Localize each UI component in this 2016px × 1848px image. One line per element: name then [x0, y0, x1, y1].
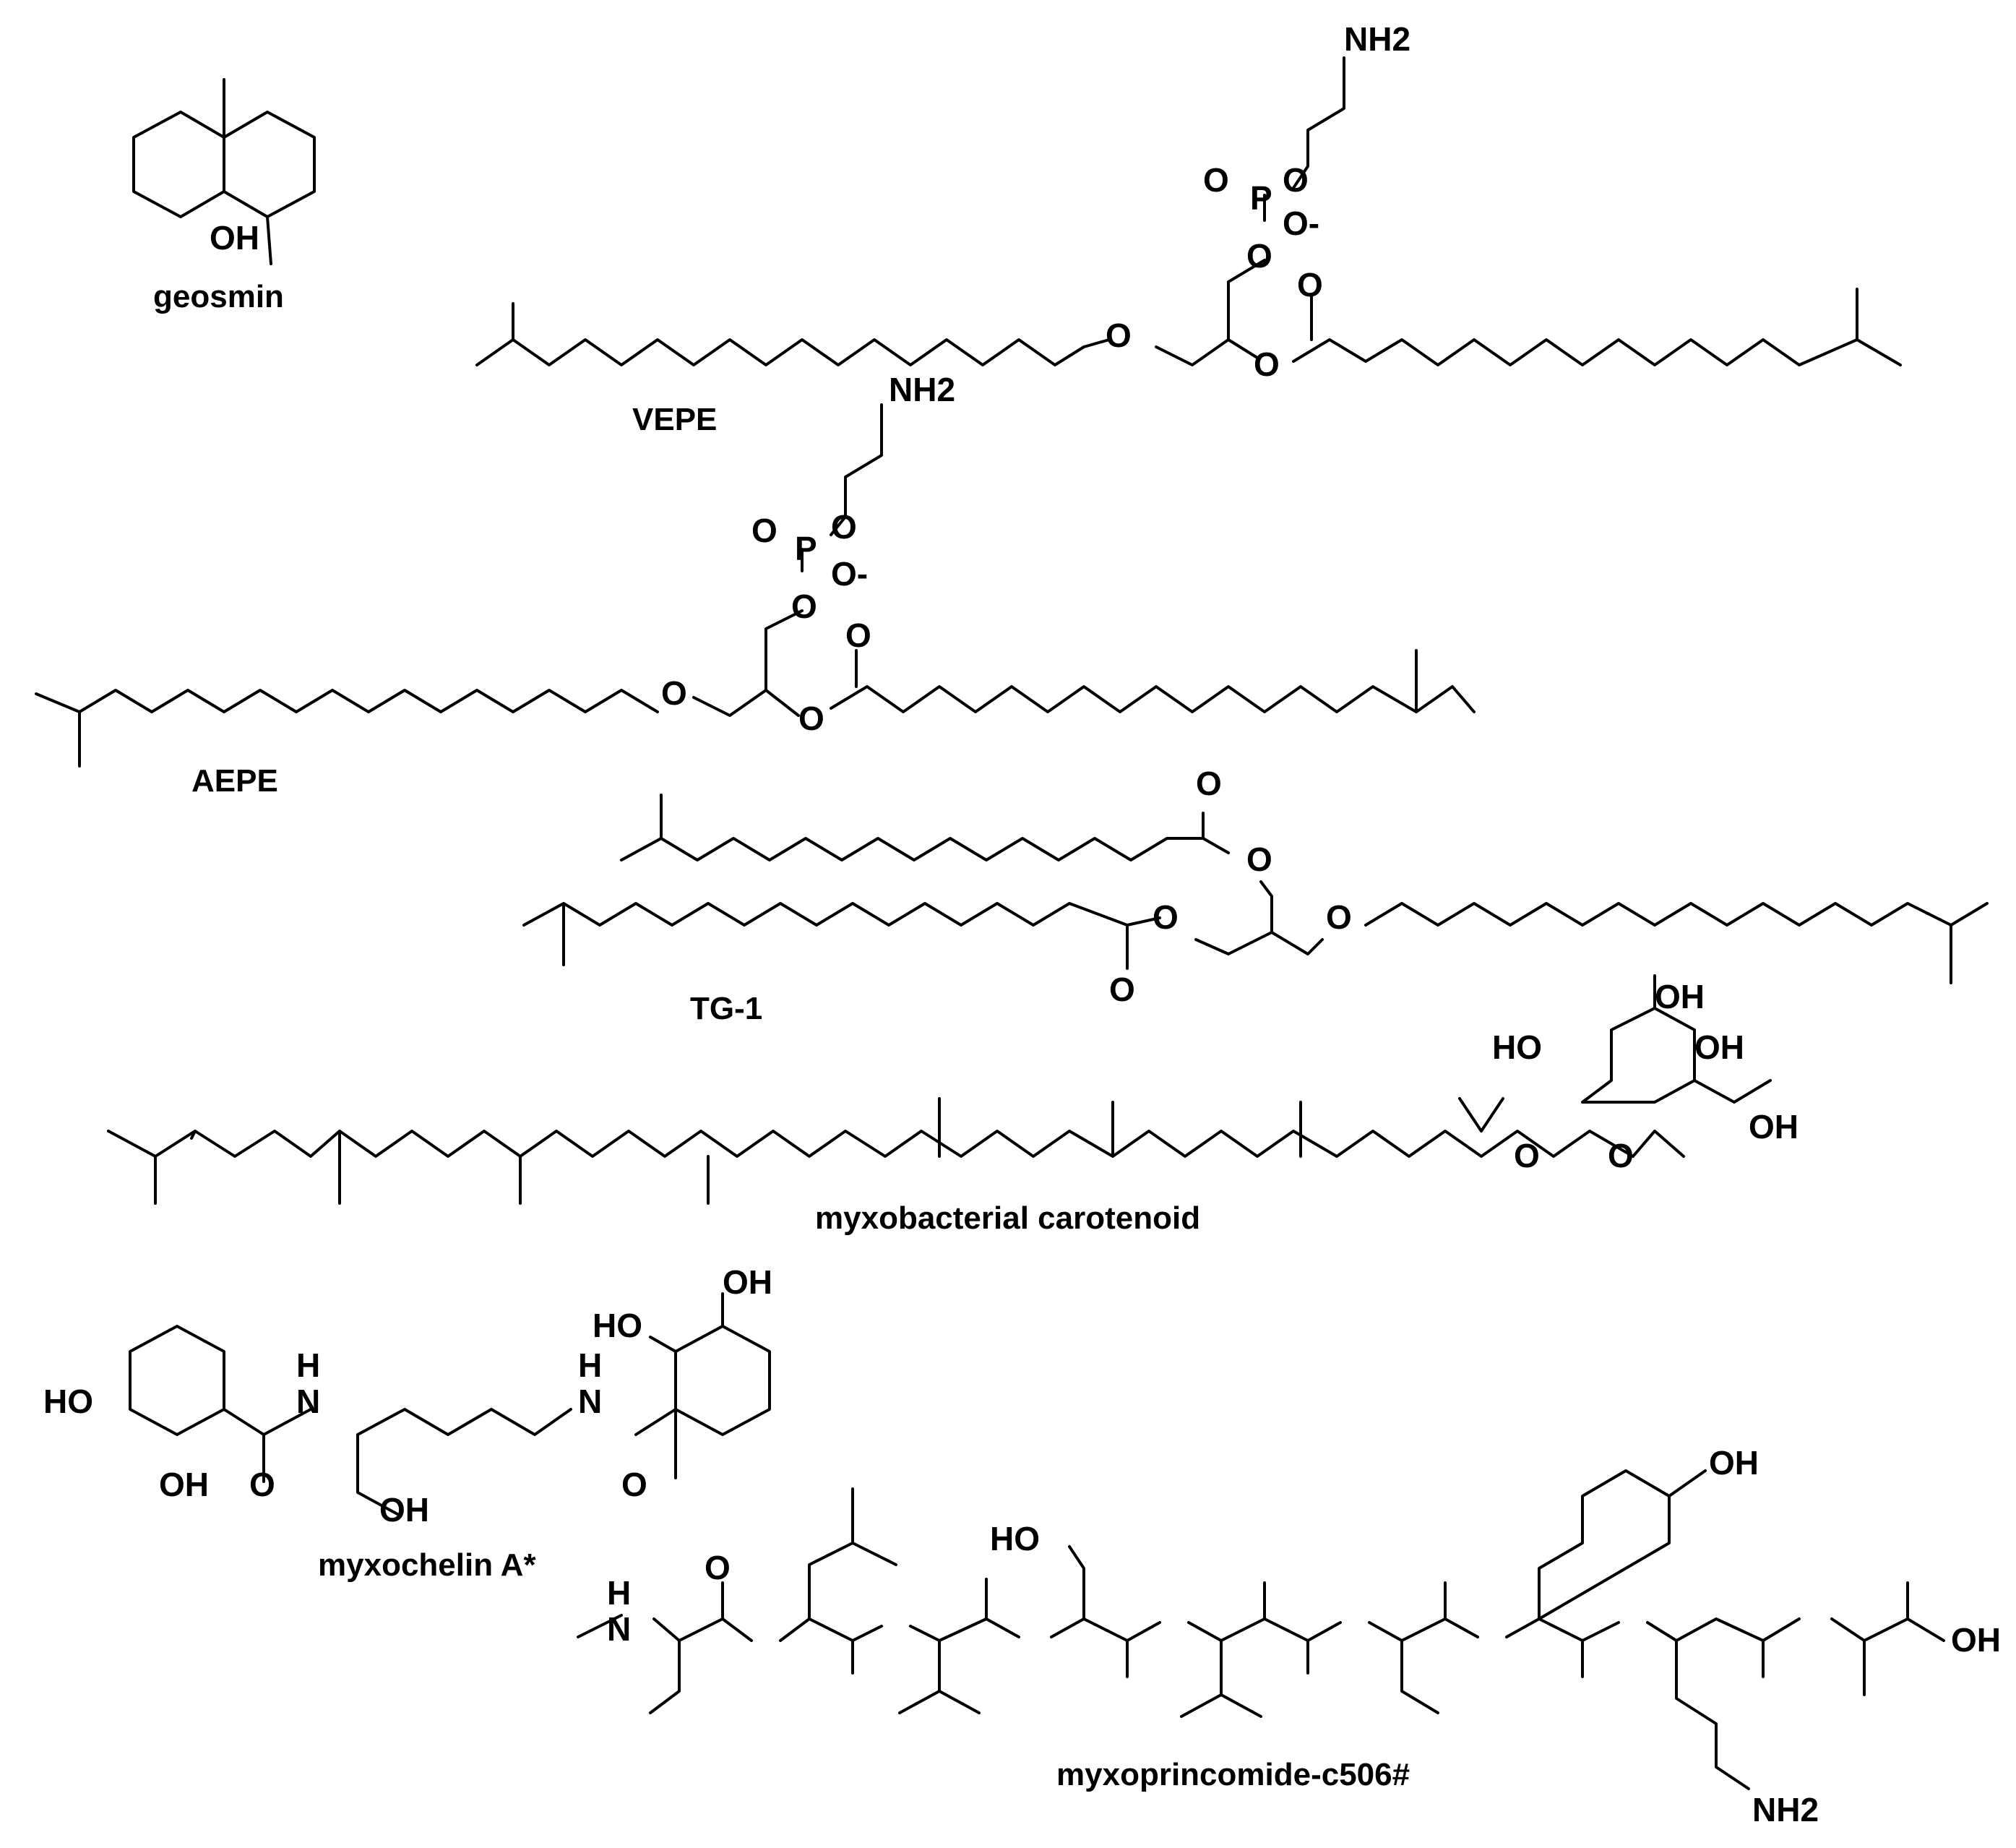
vepe-po-double: O	[1203, 161, 1229, 199]
myxoprincomide-label: myxoprincomide-c506#	[1056, 1757, 1410, 1792]
aepe-carbonyl-o: O	[845, 616, 871, 654]
aepe-po-double: O	[751, 512, 777, 549]
aepe-label: AEPE	[191, 763, 278, 799]
tg1-carbonyl-o-bottom: O	[1109, 971, 1135, 1008]
myxochelin-amide-h-left: H	[296, 1346, 320, 1384]
aepe-ether-o: O	[661, 674, 687, 712]
myxoprincomide-nh2: NH2	[1752, 1791, 1819, 1828]
myxochelin-carbonyl-o-left: O	[249, 1466, 275, 1503]
myxochelin-amide-h-right: H	[578, 1346, 602, 1384]
aepe-po-o: O	[831, 508, 857, 546]
myxoprincomide-ser-ho: HO	[990, 1520, 1040, 1557]
vepe-ether-o: O	[1106, 317, 1132, 354]
aepe-p: P	[795, 530, 817, 567]
myxoprincomide-tyr-oh: OH	[1709, 1444, 1759, 1482]
myxoprincomide-carbonyl-o: O	[705, 1549, 731, 1586]
geosmin-label: geosmin	[153, 279, 284, 314]
vepe-label: VEPE	[632, 402, 717, 437]
myxoprincomide-structure: OH HO H N O OH NH2 myxoprincomide-c506#	[577, 1444, 2001, 1828]
myxoprincomide-nme-h: H	[607, 1574, 631, 1612]
myxochelin-oh-bottom: OH	[159, 1466, 209, 1503]
geosmin-oh: OH	[210, 219, 259, 257]
myxochelin-amide-n-right: N	[578, 1383, 602, 1420]
vepe-po-o: O	[1283, 161, 1309, 199]
tg1-ether-o: O	[1326, 898, 1352, 936]
myxochelin-oh-top: OH	[723, 1263, 772, 1301]
aepe-nh2: NH2	[889, 371, 955, 408]
aepe-ester-o: O	[798, 700, 824, 737]
carotenoid-oh-top: OH	[1655, 978, 1705, 1015]
myxochelin-label: myxochelin A*	[318, 1547, 536, 1583]
geosmin-structure: OH geosmin	[132, 78, 316, 314]
vepe-p: P	[1250, 179, 1272, 217]
myxochelin-oh-ch2: OH	[379, 1491, 429, 1529]
vepe-carbonyl-o: O	[1297, 266, 1323, 304]
tg1-structure: O O O O O TG-1	[522, 765, 1989, 1026]
vepe-o-link: O	[1246, 237, 1272, 275]
carotenoid-structure: OH HO OH OH O O myxobacterial carotenoid	[107, 974, 1799, 1236]
tg1-carbonyl-o-top: O	[1196, 765, 1222, 802]
aepe-o-minus: O-	[831, 555, 868, 593]
vepe-structure: O O O O P O O O- NH2 VEPE	[475, 20, 1902, 437]
myxochelin-carbonyl-o-right: O	[621, 1466, 647, 1503]
myxochelin-ho-right: HO	[593, 1307, 642, 1344]
tg1-ester-o-bottom: O	[1153, 898, 1179, 936]
carotenoid-ring-o: O	[1608, 1137, 1634, 1174]
carotenoid-glycosidic-o: O	[1514, 1137, 1540, 1174]
vepe-o-minus: O-	[1283, 205, 1319, 242]
tg1-label: TG-1	[690, 991, 762, 1026]
carotenoid-oh-right: OH	[1694, 1028, 1744, 1066]
carotenoid-ho-left: HO	[1492, 1028, 1542, 1066]
tg1-ester-o-top: O	[1246, 841, 1272, 878]
myxochelin-structure: OH HO HO OH H N O OH H N O myxochelin A*	[43, 1263, 772, 1583]
vepe-ester-o: O	[1254, 345, 1280, 383]
carotenoid-oh-ch2: OH	[1749, 1108, 1799, 1146]
myxochelin-ho-left: HO	[43, 1383, 93, 1420]
aepe-structure: O O O O P O O O- NH2 AEPE	[35, 371, 1476, 799]
myxoprincomide-nme-n: N	[607, 1610, 631, 1648]
carotenoid-label: myxobacterial carotenoid	[815, 1200, 1200, 1236]
aepe-o-link: O	[791, 588, 817, 625]
myxochelin-amide-n-left: N	[296, 1383, 320, 1420]
vepe-nh2: NH2	[1344, 20, 1410, 58]
myxoprincomide-acid-oh: OH	[1951, 1621, 2001, 1659]
